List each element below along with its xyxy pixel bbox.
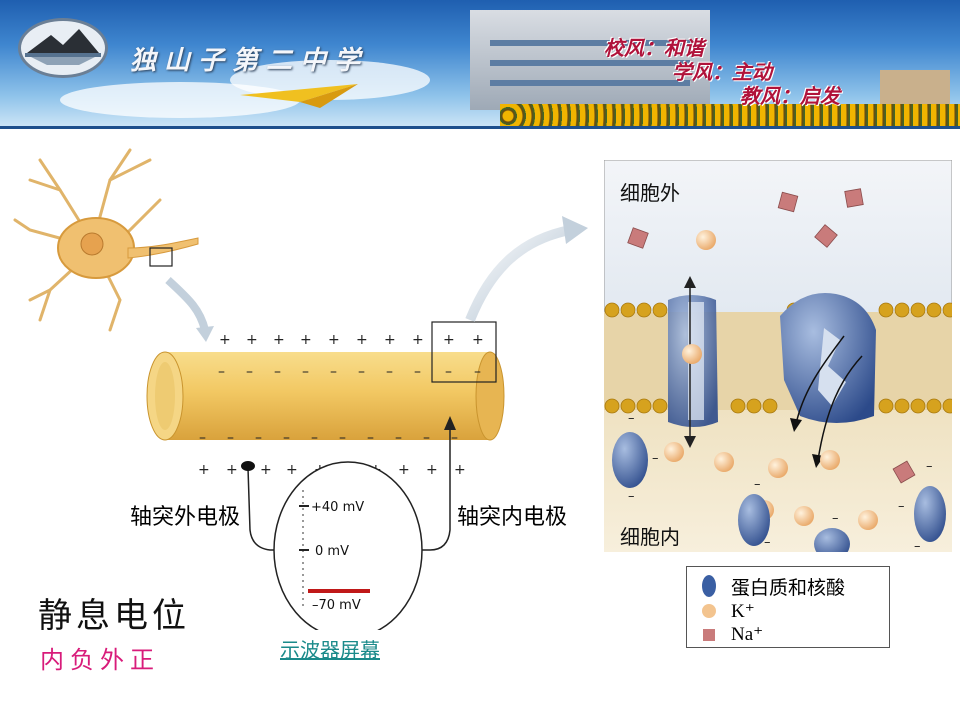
svg-text:–: – xyxy=(926,459,933,474)
k-ion-icon xyxy=(702,604,716,618)
lipid-bilayer xyxy=(604,302,952,414)
svg-text:–: – xyxy=(832,511,839,526)
sunflowers-image xyxy=(500,104,960,128)
scale-top: +40 mV xyxy=(311,500,364,515)
slide-subtitle: 内负外正 xyxy=(40,646,160,674)
svg-text:–: – xyxy=(764,535,771,550)
svg-text:–: – xyxy=(898,499,905,514)
svg-text:–: – xyxy=(914,539,921,552)
outer-electrode-label: 轴突外电极 xyxy=(130,505,241,530)
outer-charges-top: + + + + + + + + + + xyxy=(219,332,484,348)
charge-minus: – xyxy=(302,364,309,380)
charge-plus: + xyxy=(384,332,396,348)
school-building-image xyxy=(470,10,710,110)
school-logo xyxy=(18,18,108,78)
svg-text:–: – xyxy=(628,489,635,504)
axon-diagram: +++ +++ +++ + ––– ––– ––– – ––– ––– ––– … xyxy=(13,148,588,630)
charge-minus: – xyxy=(367,430,374,446)
electrode-wires xyxy=(247,420,451,551)
charge-minus: – xyxy=(311,430,318,446)
oscilloscope-screen xyxy=(273,461,423,630)
charge-plus: + xyxy=(356,332,368,348)
charge-plus: + xyxy=(472,332,484,348)
charge-plus: + xyxy=(426,462,438,478)
charge-plus: + xyxy=(226,462,238,478)
charge-minus: – xyxy=(445,364,452,380)
header-banner xyxy=(0,0,960,128)
charge-minus: – xyxy=(218,364,225,380)
inner-charges-top: ––– ––– ––– – xyxy=(218,364,481,380)
charge-minus: – xyxy=(274,364,281,380)
charge-minus: – xyxy=(199,430,206,446)
school-name: 独山子第二中学 xyxy=(130,46,369,76)
zoom-box-neuron xyxy=(149,247,173,267)
oscilloscope-caption-link[interactable]: 示波器屏幕 xyxy=(280,638,380,662)
charge-minus: – xyxy=(414,364,421,380)
charge-plus: + xyxy=(454,462,466,478)
charge-plus: + xyxy=(286,462,298,478)
charge-plus: + xyxy=(246,332,258,348)
inner-electrode-tip xyxy=(444,416,456,430)
charge-minus: – xyxy=(330,364,337,380)
banner-divider xyxy=(0,126,960,129)
axon-cylinder xyxy=(146,351,505,441)
outer-electrode-tip xyxy=(241,461,255,471)
legend-protein: 蛋白质和核酸 xyxy=(731,578,846,599)
charge-plus: + xyxy=(398,462,410,478)
legend-k: K⁺ xyxy=(731,601,755,622)
charge-plus: + xyxy=(412,332,424,348)
charge-plus: + xyxy=(443,332,455,348)
charge-minus: – xyxy=(358,364,365,380)
charge-minus: – xyxy=(339,430,346,446)
inside-proteins xyxy=(612,432,946,552)
svg-text:–: – xyxy=(754,477,761,492)
charge-plus: + xyxy=(328,332,340,348)
na-ion-icon xyxy=(703,629,715,641)
protein-icon xyxy=(702,575,716,597)
charge-minus: – xyxy=(246,364,253,380)
svg-text:–: – xyxy=(652,451,659,466)
legend: 蛋白质和核酸 K⁺ Na⁺ xyxy=(686,566,890,648)
na-ions xyxy=(627,188,916,484)
charge-minus: – xyxy=(474,364,481,380)
charge-plus: + xyxy=(260,462,272,478)
charge-minus: – xyxy=(451,430,458,446)
motto-line-3: 教风：启发 xyxy=(740,84,840,108)
zoom-arrow-1 xyxy=(165,277,209,332)
charge-minus: – xyxy=(255,430,262,446)
legend-na: Na⁺ xyxy=(731,624,764,645)
inside-label: 细胞内 xyxy=(620,525,680,549)
charge-minus: – xyxy=(423,430,430,446)
charge-plus: + xyxy=(300,332,312,348)
charge-minus: – xyxy=(227,430,234,446)
outside-label: 细胞外 xyxy=(620,181,680,205)
inner-electrode-label: 轴突内电极 xyxy=(457,505,568,530)
charge-plus: + xyxy=(198,462,210,478)
svg-text:–: – xyxy=(628,411,635,426)
slide-title: 静息电位 xyxy=(38,596,190,636)
inner-charges-bottom: ––– ––– ––– – xyxy=(199,430,458,446)
charge-minus: – xyxy=(395,430,402,446)
charge-minus: – xyxy=(386,364,393,380)
charge-minus: – xyxy=(283,430,290,446)
scale-mid: 0 mV xyxy=(315,544,349,559)
scale-bottom: –70 mV xyxy=(312,598,361,613)
motto-line-2: 学风：主动 xyxy=(672,60,772,84)
inside-charges: – – – – – – – – – xyxy=(628,411,933,552)
zoom-box-axon xyxy=(431,321,497,383)
zoom-arrow-2 xyxy=(465,225,572,322)
motto-line-1: 校风：和谐 xyxy=(604,36,704,60)
membrane-panel: – – – – – – – – – 细胞外 细胞内 xyxy=(604,160,952,552)
charge-plus: + xyxy=(219,332,231,348)
paper-plane-icon xyxy=(240,84,358,108)
charge-plus: + xyxy=(273,332,285,348)
